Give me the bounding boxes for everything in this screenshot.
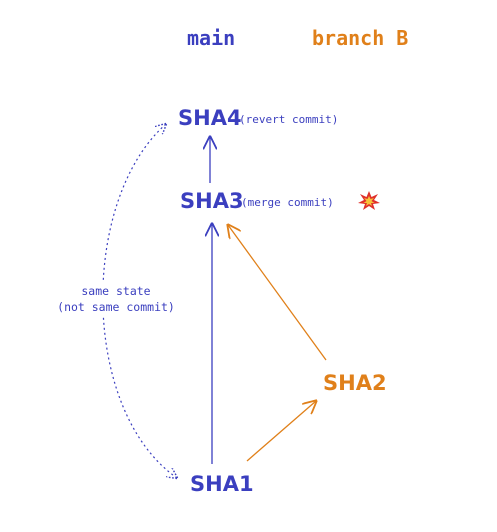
side-note-line2: (not same commit) <box>57 300 175 314</box>
commit-sha4-label: SHA4 <box>178 106 242 130</box>
side-note-backdrop <box>50 282 180 316</box>
commit-sha2-label: SHA2 <box>323 371 387 395</box>
side-note-line1: same state <box>81 284 150 298</box>
commit-sha3-note: (merge commit) <box>241 196 334 209</box>
branch-b-header: branch B <box>312 26 408 50</box>
commit-sha1-label: SHA1 <box>190 472 254 496</box>
commit-sha4-note: (revert commit) <box>239 113 338 126</box>
edge-sha1-to-sha2 <box>246 401 316 462</box>
main-branch-header: main <box>187 26 235 50</box>
edge-sha2-to-sha3 <box>228 225 327 361</box>
commit-sha3-label: SHA3 <box>180 189 244 213</box>
collision-icon <box>358 191 380 210</box>
